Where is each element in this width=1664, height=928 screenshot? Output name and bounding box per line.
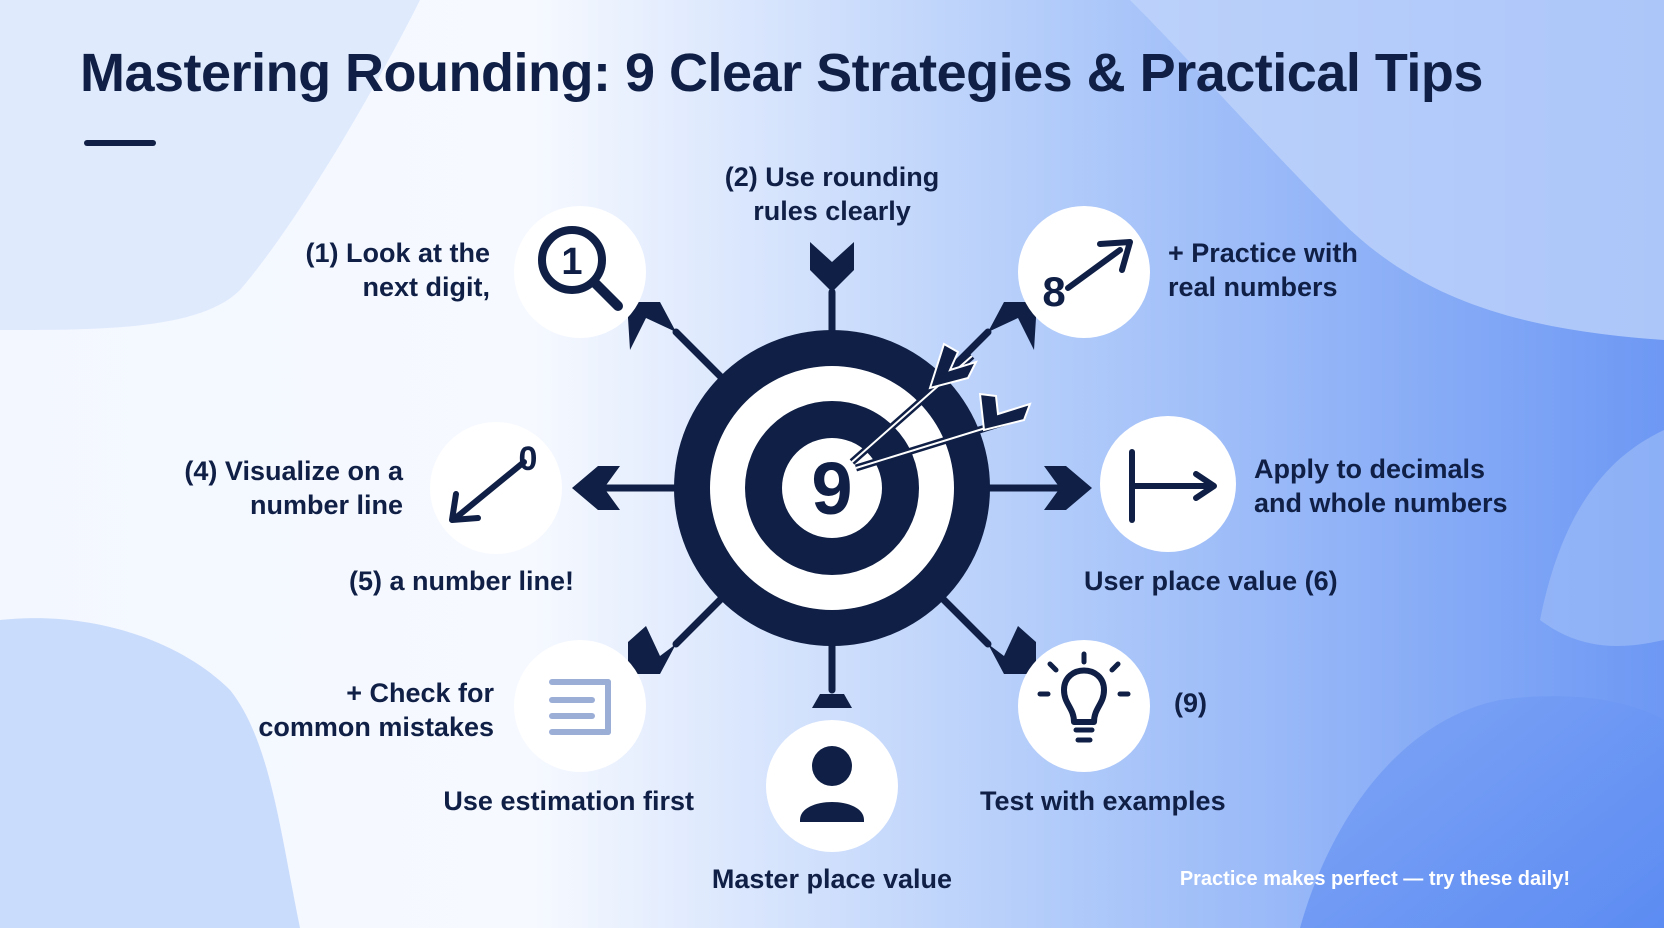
person-body xyxy=(800,802,864,822)
spoke-tip-bottom-right xyxy=(988,626,1036,674)
spoke-tip-left xyxy=(572,466,620,510)
spoke-tip-bottom xyxy=(812,694,852,708)
lightbulb-icon xyxy=(1061,667,1107,725)
label-apply-decimals: Apply to decimals and whole numbers xyxy=(1254,452,1508,520)
spoke-tips xyxy=(572,242,1092,708)
label-look-next-digit-line1: (1) Look at the xyxy=(305,238,490,268)
target-arrows xyxy=(849,342,1032,472)
background-blob-bottom-right xyxy=(1300,696,1664,928)
lightbulb-rays xyxy=(1037,651,1131,697)
lightbulb-circle xyxy=(1018,640,1150,772)
label-practice-real: + Practice with real numbers xyxy=(1168,236,1358,304)
magnifier-digit: 1 xyxy=(561,241,582,283)
practice-node: 8 xyxy=(1018,206,1150,338)
label-number-line-5: (5) a number line! xyxy=(348,566,574,596)
label-nine: (9) xyxy=(1174,688,1207,718)
background-blob-top-right xyxy=(1130,0,1664,340)
background-blob-right xyxy=(1540,430,1664,646)
label-rounding-rules: (2) Use rounding rules clearly xyxy=(700,160,964,228)
bullseye-number: 9 xyxy=(811,447,852,530)
practice-arrow-shaft xyxy=(1065,247,1123,291)
arrow-down-left-icon xyxy=(449,491,481,523)
spoke-tip-right xyxy=(1044,466,1092,510)
label-check-mistakes-line1: + Check for xyxy=(346,678,494,708)
visualize-node: 0 xyxy=(430,422,562,554)
label-apply-decimals-line2: and whole numbers xyxy=(1254,488,1508,518)
label-visualize-line2: number line xyxy=(249,490,403,520)
label-check-mistakes: + Check for common mistakes xyxy=(258,676,494,744)
label-visualize: (4) Visualize on a number line xyxy=(184,454,403,522)
background-blob-top-left xyxy=(0,0,420,330)
spoke-tip-bottom-left xyxy=(628,626,676,674)
checklist-node xyxy=(514,640,646,772)
spoke-tip-top-right xyxy=(988,302,1036,350)
arrow-up-right-icon xyxy=(1097,239,1133,273)
visualize-arrow-shaft xyxy=(455,459,527,519)
label-look-next-digit: (1) Look at the next digit, xyxy=(305,236,490,304)
label-practice-real-line2: real numbers xyxy=(1168,272,1338,302)
label-visualize-line1: (4) Visualize on a xyxy=(184,456,403,486)
background-blob-bottom-left xyxy=(0,618,300,928)
arrow-fletching-lower xyxy=(978,392,1032,432)
label-look-next-digit-line2: next digit, xyxy=(362,272,491,302)
decimals-node xyxy=(1100,416,1236,552)
person-icon xyxy=(812,746,852,786)
spoke-tip-top xyxy=(810,242,854,292)
label-test-examples: Test with examples xyxy=(980,786,1226,816)
practice-circle xyxy=(1018,206,1150,338)
visualize-digit: 0 xyxy=(519,440,538,478)
footer-tagline: Practice makes perfect — try these daily… xyxy=(1179,868,1570,890)
spoke-tip-top-left xyxy=(628,302,676,350)
label-place-value-6: User place value (6) xyxy=(1084,566,1338,596)
checklist-circle xyxy=(514,640,646,772)
practice-digit: 8 xyxy=(1042,268,1065,315)
label-rounding-rules-line2: rules clearly xyxy=(753,196,911,226)
title-underline xyxy=(84,140,156,146)
arrow-fletching-upper xyxy=(928,342,978,390)
page-title: Mastering Rounding: 9 Clear Strategies &… xyxy=(80,43,1483,103)
list-icon xyxy=(549,679,611,735)
label-practice-real-line1: + Practice with xyxy=(1168,238,1358,268)
magnifier-handle xyxy=(589,277,623,311)
magnifier-icon xyxy=(538,226,606,294)
arrow-right-icon xyxy=(1193,471,1217,501)
lightbulb-node xyxy=(1018,640,1150,772)
label-apply-decimals-line1: Apply to decimals xyxy=(1254,454,1486,484)
label-estimation: Use estimation first xyxy=(443,786,694,816)
label-master-place: Master place value xyxy=(711,864,953,894)
person-node xyxy=(766,720,898,852)
magnifier-node: 1 xyxy=(514,206,646,338)
target-bullseye xyxy=(782,438,882,538)
label-check-mistakes-line2: common mistakes xyxy=(258,712,494,742)
label-rounding-rules-line1: (2) Use rounding xyxy=(724,162,940,192)
